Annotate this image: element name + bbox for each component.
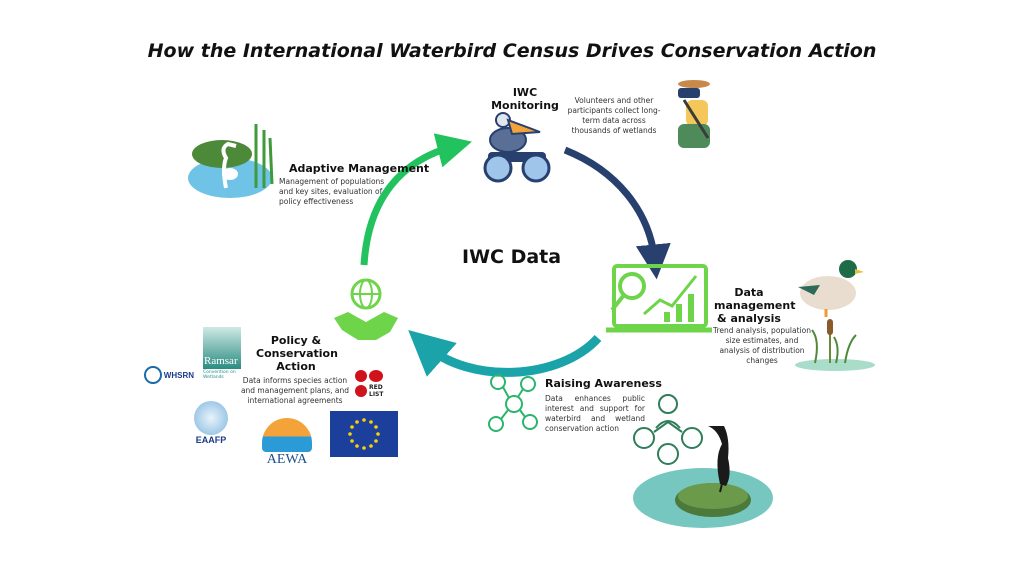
eaafp-logo: EAAFP xyxy=(186,397,236,449)
policy-heading: Policy & Conservation Action xyxy=(256,334,338,373)
adaptive-management-description: Management of populations and key sites,… xyxy=(279,177,385,206)
heron-wetland-icon xyxy=(188,124,274,198)
data-management-heading: Data management & analysis xyxy=(714,286,796,325)
community-people-icon xyxy=(633,394,703,465)
policy-description: Data informs species action and manageme… xyxy=(240,376,350,405)
network-people-icon xyxy=(488,374,538,432)
ramsar-subtitle: Convention on Wetlands xyxy=(203,370,236,380)
eu-stars-icon xyxy=(348,418,380,450)
eu-flag-logo xyxy=(330,411,398,457)
mallard-duck-icon xyxy=(795,260,875,371)
whsrn-logo: WHSRN xyxy=(144,362,194,388)
pelican-binoculars-icon xyxy=(483,112,551,183)
data-management-description: Trend analysis, population size estimate… xyxy=(713,326,811,365)
monitoring-description: Volunteers and other participants collec… xyxy=(567,96,661,135)
iucn-red-list-logo: RED LIST xyxy=(355,370,389,400)
adaptive-management-heading: Adaptive Management xyxy=(289,162,430,175)
awareness-description: Data enhances public interest and suppor… xyxy=(545,394,645,433)
arrow-awareness-to-policy xyxy=(408,330,602,377)
diagram-title: How the International Waterbird Census D… xyxy=(147,40,877,62)
ramsar-logo: Ramsar xyxy=(203,327,241,369)
cormorant-island-icon xyxy=(633,426,773,528)
monitoring-heading: IWC Monitoring xyxy=(491,86,559,112)
handshake-globe-icon xyxy=(334,278,398,340)
aewa-logo: AEWA xyxy=(254,415,320,471)
volunteer-birdwatcher-icon xyxy=(678,80,710,148)
center-label: IWC Data xyxy=(462,246,562,268)
arrow-policy-to-monitoring xyxy=(360,133,472,266)
arrow-monitoring-to-data xyxy=(563,146,671,280)
trend-analysis-icon xyxy=(606,264,712,333)
awareness-heading: Raising Awareness xyxy=(545,377,662,390)
